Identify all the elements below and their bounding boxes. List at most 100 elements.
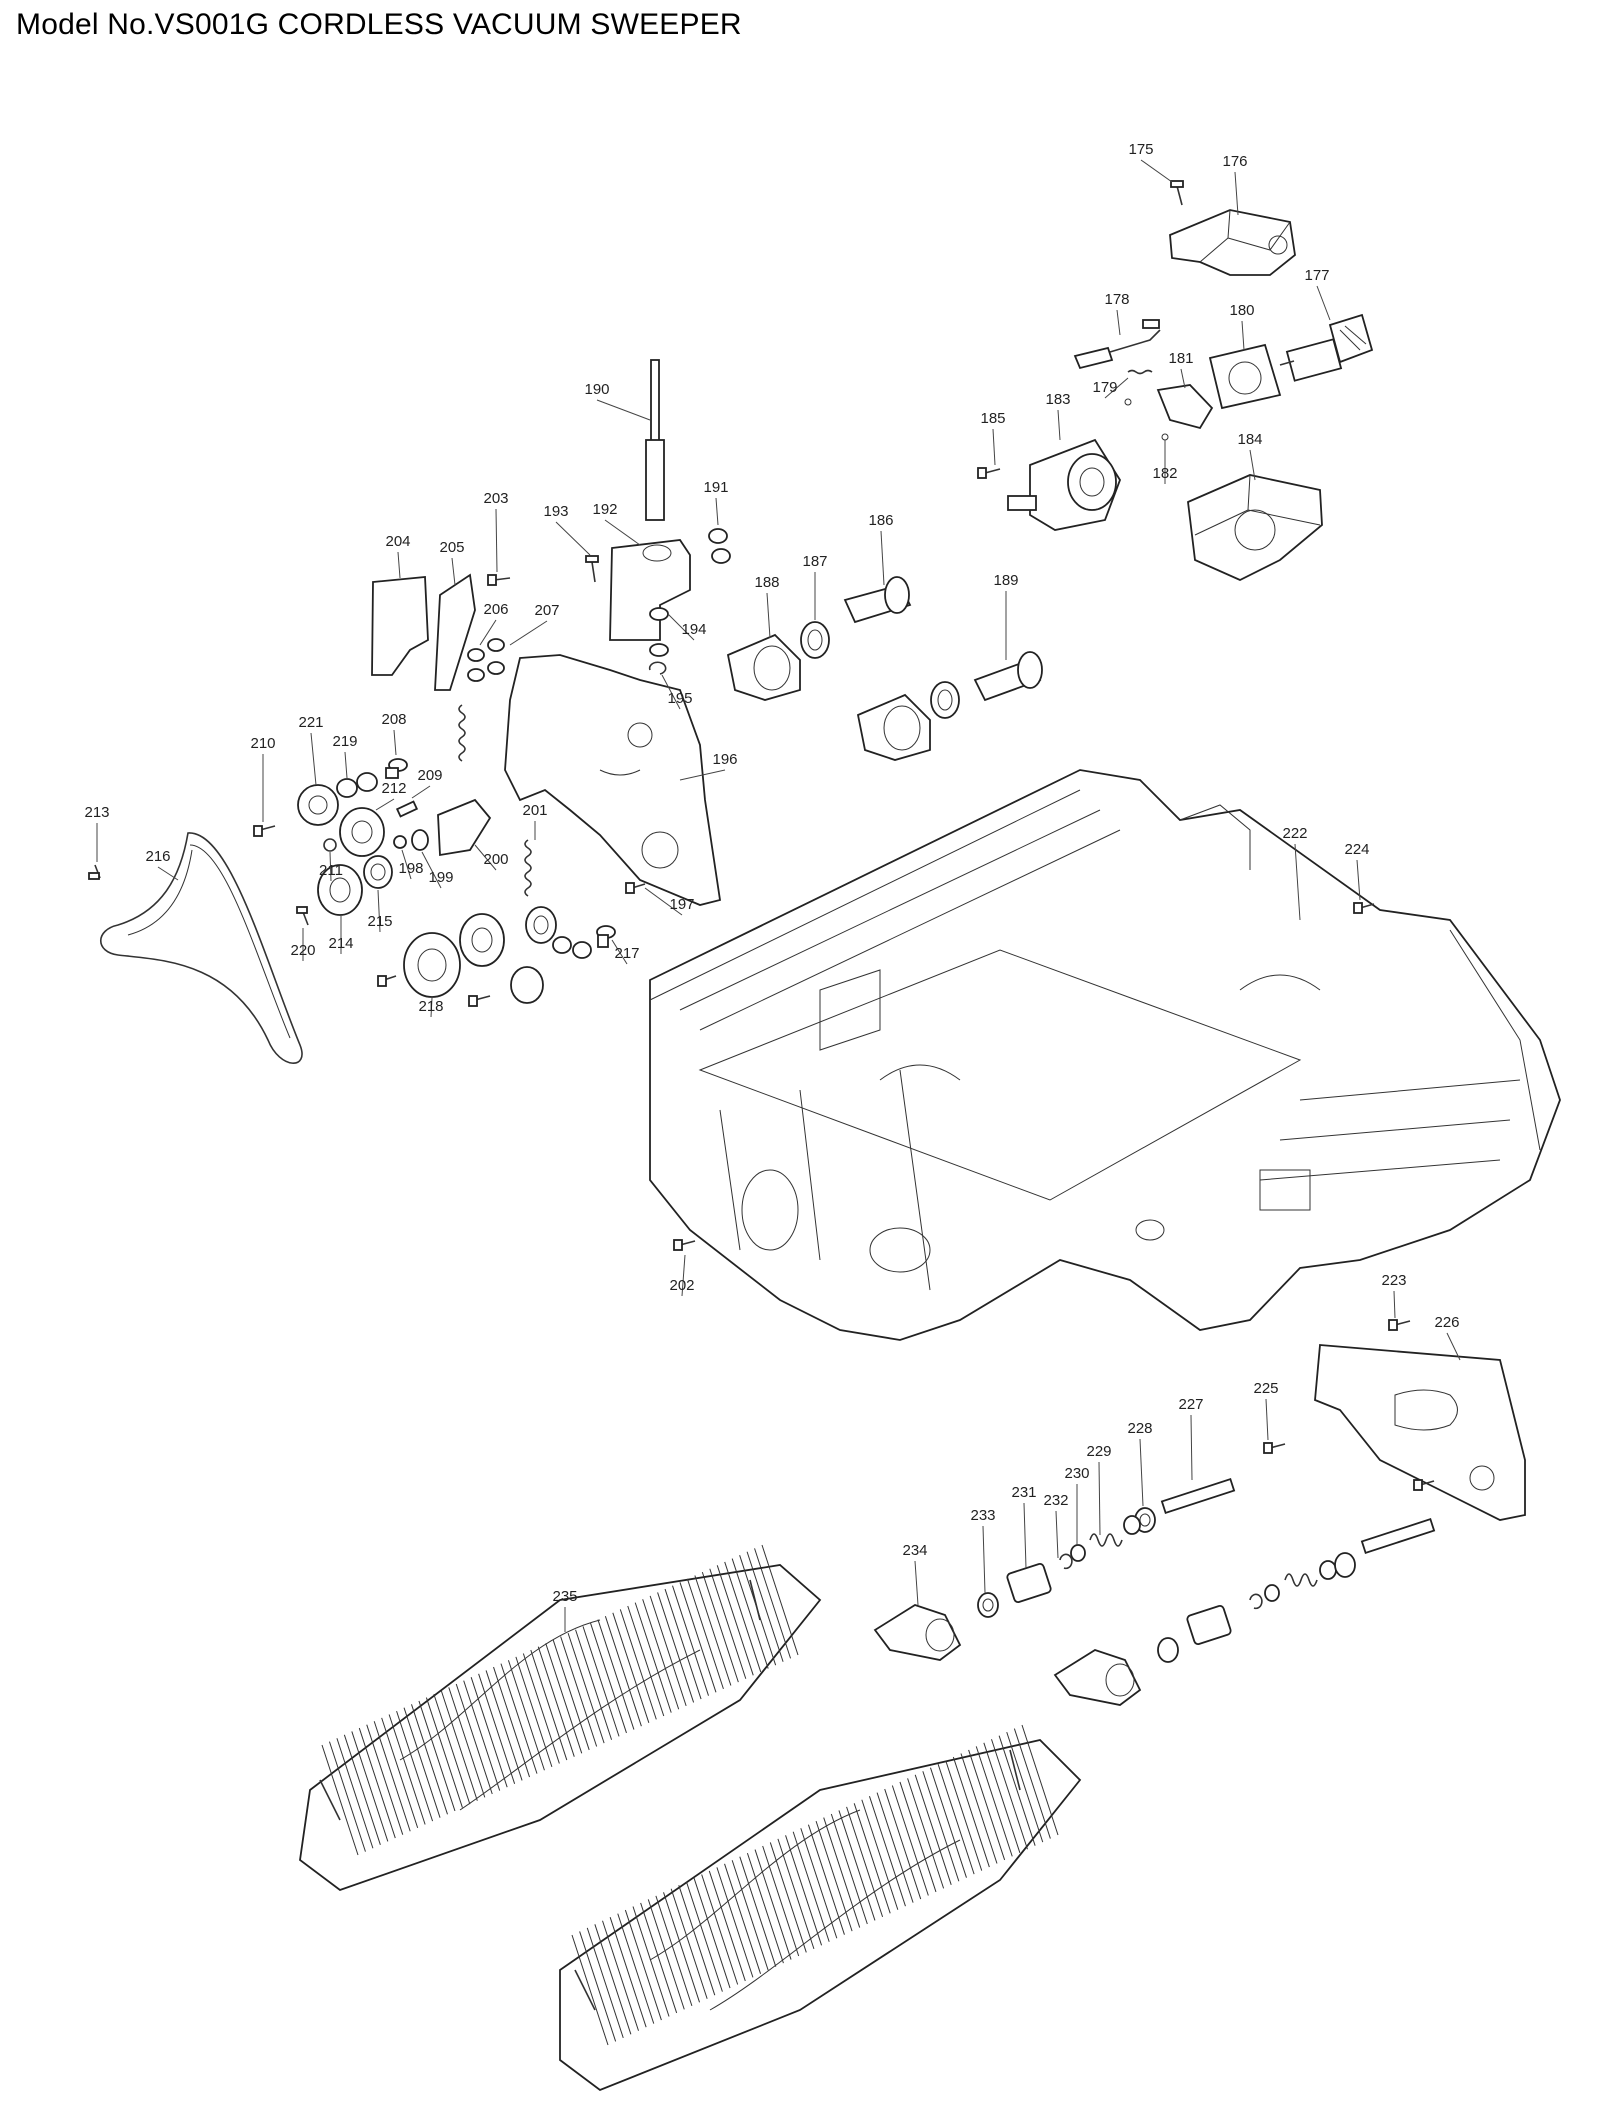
screw-223-shape xyxy=(1388,1319,1411,1331)
bearing-box-188-shape xyxy=(726,633,801,701)
bracket-192-shape xyxy=(609,539,691,641)
part-number-label-220: 220 xyxy=(290,942,315,959)
pulley-218-shape xyxy=(403,932,461,998)
screw-210-shape xyxy=(253,825,276,837)
part-number-label-215: 215 xyxy=(367,913,392,930)
part-number-label-181: 181 xyxy=(1168,350,1193,367)
part-number-label-193: 193 xyxy=(543,503,568,520)
leader-line-229 xyxy=(1098,1461,1101,1536)
part-number-label-177: 177 xyxy=(1304,267,1329,284)
leader-line-195 xyxy=(661,674,681,710)
part-number-label-184: 184 xyxy=(1237,431,1262,448)
pulley-212-shape xyxy=(339,807,385,857)
leader-line-208 xyxy=(393,729,397,756)
leader-line-202 xyxy=(681,1254,686,1297)
screw-220-shape xyxy=(296,906,309,926)
part-number-label-223: 223 xyxy=(1381,1272,1406,1289)
screw-193-shape xyxy=(585,555,599,583)
screw-213-shape xyxy=(88,864,101,880)
belt-216-shape xyxy=(100,832,303,1064)
part-number-label-194: 194 xyxy=(681,621,706,638)
brush-holder-plate-shape xyxy=(1156,384,1214,430)
washer-194-shape xyxy=(649,607,669,621)
screw-197-shape xyxy=(625,882,646,894)
sleeve-231-shape xyxy=(1006,1563,1052,1603)
part-number-label-225: 225 xyxy=(1253,1380,1278,1397)
part-number-label-234: 234 xyxy=(902,1542,927,1559)
pulley-214-shape xyxy=(317,864,363,916)
shaft-bushing-189-shape xyxy=(973,651,1043,702)
leader-line-211 xyxy=(329,851,332,882)
part-number-label-219: 219 xyxy=(332,733,357,750)
retaining-ring-211-shape xyxy=(323,838,337,852)
bolt-217-shape xyxy=(596,925,616,948)
part-number-label-233: 233 xyxy=(970,1507,995,1524)
part-number-label-228: 228 xyxy=(1127,1420,1152,1437)
part-number-label-189: 189 xyxy=(993,572,1018,589)
part-number-label-224: 224 xyxy=(1344,841,1369,858)
screw-222-aux xyxy=(1353,902,1375,914)
roller-hardware xyxy=(873,1344,1526,1706)
ring-187-shape xyxy=(800,621,830,659)
screw-218-aux xyxy=(377,975,397,987)
page-title: Model No.VS001G CORDLESS VACUUM SWEEPER xyxy=(16,8,742,41)
leader-line-193 xyxy=(555,521,591,556)
leader-line-200 xyxy=(474,844,497,871)
leader-line-221 xyxy=(310,732,317,786)
leader-line-232 xyxy=(1055,1510,1059,1559)
part-number-label-191: 191 xyxy=(703,479,728,496)
leader-line-190 xyxy=(596,399,651,421)
part-number-label-218: 218 xyxy=(418,998,443,1015)
part-number-label-209: 209 xyxy=(417,767,442,784)
leader-line-180 xyxy=(1241,320,1245,351)
part-number-label-175: 175 xyxy=(1128,141,1153,158)
side-plate-226-shape xyxy=(1314,1344,1526,1521)
part-number-label-222: 222 xyxy=(1282,825,1307,842)
part-number-label-182: 182 xyxy=(1152,465,1177,482)
part-number-label-183: 183 xyxy=(1045,391,1070,408)
part-number-label-213: 213 xyxy=(84,804,109,821)
leader-line-178 xyxy=(1116,309,1121,336)
part-number-label-200: 200 xyxy=(483,851,508,868)
bushing-group xyxy=(585,359,1043,761)
tension-spring-201-shape xyxy=(524,839,532,897)
leader-line-227 xyxy=(1190,1414,1193,1481)
part-number-label-192: 192 xyxy=(592,501,617,518)
leader-line-188 xyxy=(766,592,771,639)
leader-line-177 xyxy=(1316,285,1331,321)
washer-230-shape xyxy=(1070,1544,1086,1562)
part-number-label-203: 203 xyxy=(483,490,508,507)
leader-line-176 xyxy=(1234,171,1239,216)
field-shape xyxy=(1208,343,1282,410)
leader-line-223 xyxy=(1393,1290,1396,1319)
screw-175-shape xyxy=(1170,180,1184,206)
leader-line-226 xyxy=(1446,1332,1461,1361)
motor-housing-shape xyxy=(1187,474,1323,581)
leader-line-216 xyxy=(157,866,179,881)
leader-line-196 xyxy=(679,769,726,781)
leader-line-179 xyxy=(1104,377,1129,399)
leader-line-198 xyxy=(401,849,412,880)
leader-line-212 xyxy=(375,798,395,811)
gear-assembly-shape xyxy=(1007,438,1121,531)
leader-line-181 xyxy=(1180,368,1186,389)
side-plate-196-shape xyxy=(504,654,722,906)
leader-line-218 xyxy=(430,997,433,1018)
retaining-ring-195-shape xyxy=(648,661,667,675)
leader-line-207 xyxy=(509,620,548,646)
lead-wire-shape xyxy=(1073,346,1114,370)
bracket-200-shape xyxy=(437,798,492,857)
leader-line-197 xyxy=(644,887,683,916)
part-number-label-211: 211 xyxy=(319,862,343,879)
part-number-label-217: 217 xyxy=(614,945,639,962)
leader-line-217 xyxy=(611,939,628,965)
drive-group xyxy=(88,573,722,1064)
leader-line-203 xyxy=(495,508,498,573)
leader-line-194 xyxy=(667,613,695,641)
part-number-label-176: 176 xyxy=(1222,153,1247,170)
leader-line-222 xyxy=(1294,843,1301,921)
part-number-label-206: 206 xyxy=(483,601,508,618)
part-number-label-195: 195 xyxy=(667,690,692,707)
part-number-label-226: 226 xyxy=(1434,1314,1459,1331)
